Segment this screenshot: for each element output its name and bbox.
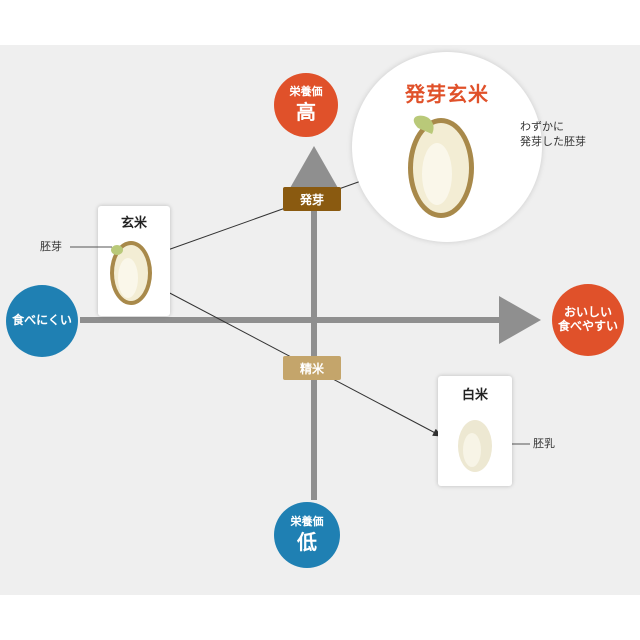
nutrition-high-caption: 栄養価 bbox=[289, 85, 323, 99]
white-rice-card: 白米 bbox=[438, 376, 512, 486]
easy-to-eat-text: 食べやすい bbox=[557, 319, 618, 333]
hard-to-eat-text: 食べにくい bbox=[12, 313, 72, 328]
arrow-to-germinated bbox=[161, 168, 393, 253]
germinated-embryo-line2: 発芽した胚芽 bbox=[520, 134, 586, 148]
brown-rice-card: 玄米 bbox=[98, 206, 170, 316]
white-rice-grain-icon bbox=[458, 420, 492, 472]
white-rice-title: 白米 bbox=[461, 388, 488, 403]
germinated-embryo-label: わずかに 発芽した胚芽 bbox=[520, 120, 586, 150]
germinated-embryo-line1: わずかに bbox=[520, 120, 564, 133]
tasty-easy-circle: おいしい 食べやすい bbox=[552, 284, 624, 356]
endosperm-label: 胚乳 bbox=[533, 437, 555, 450]
polishing-tag: 精米 bbox=[283, 356, 341, 380]
nutrition-high-circle: 栄養価 高 bbox=[274, 73, 338, 137]
brown-rice-title: 玄米 bbox=[120, 216, 147, 231]
germinated-rice-title: 発芽玄米 bbox=[405, 82, 489, 106]
brown-rice-grain-icon bbox=[110, 241, 152, 305]
embryo-label: 胚芽 bbox=[40, 240, 62, 253]
nutrition-low-caption: 栄養価 bbox=[290, 515, 324, 529]
nutrition-high-value: 高 bbox=[296, 99, 316, 124]
nutrition-low-circle: 栄養価 低 bbox=[274, 502, 340, 568]
hard-to-eat-circle: 食べにくい bbox=[6, 285, 78, 357]
tasty-text: おいしい bbox=[563, 305, 612, 320]
germination-tag: 発芽 bbox=[283, 187, 341, 211]
nutrition-low-value: 低 bbox=[297, 529, 317, 554]
